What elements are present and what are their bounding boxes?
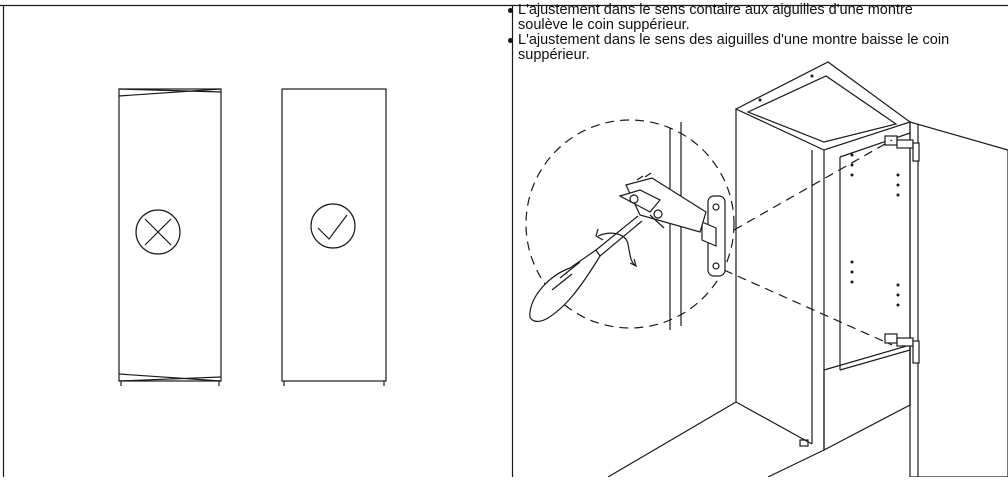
instruction-text-clockwise: L'ajustement dans le sens des aiguilles … (518, 32, 950, 63)
instruction-text-counterclockwise: L'ajustement dans le sens contaire aux a… (518, 2, 913, 33)
misaligned-door (118, 88, 222, 386)
instruction-item: L'ajustement dans le sens des aiguilles … (505, 33, 955, 63)
lower-hinge (884, 333, 920, 364)
rotation-arrow-icon (595, 228, 637, 268)
check-in-circle-icon (310, 203, 356, 249)
bullet-icon (508, 38, 513, 43)
hinge-detail (618, 172, 726, 277)
zoom-leader-upper (733, 139, 893, 231)
open-door (909, 121, 1008, 478)
cabinet (607, 61, 912, 478)
aligned-door (281, 88, 387, 386)
cross-in-circle-icon (135, 209, 181, 255)
instruction-item: L'ajustement dans le sens contaire aux a… (505, 3, 955, 33)
upper-hinge (884, 135, 920, 162)
bullet-icon (508, 8, 513, 13)
zoom-circle (525, 119, 735, 329)
shelf-holes (758, 74, 900, 307)
zoom-leader-lower (723, 269, 893, 346)
screwdriver-icon (529, 215, 643, 322)
